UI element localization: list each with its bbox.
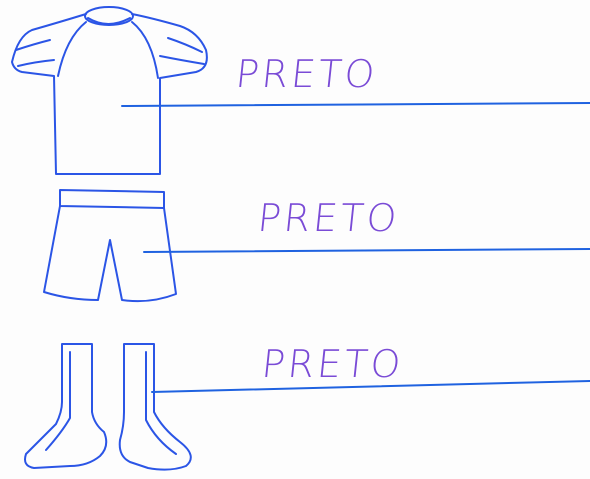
shorts-color-answer: PRETO	[255, 196, 402, 240]
shirt-answer-line	[121, 102, 590, 107]
answer-lines	[121, 102, 590, 393]
shorts-answer-line	[143, 248, 590, 253]
shirt-icon	[11, 6, 208, 175]
socks-answer-line	[151, 380, 590, 393]
shirt-color-answer: PRETO	[233, 52, 380, 96]
shorts-icon	[43, 189, 177, 303]
socks-icon	[24, 343, 192, 471]
socks-color-answer: PRETO	[259, 342, 406, 386]
